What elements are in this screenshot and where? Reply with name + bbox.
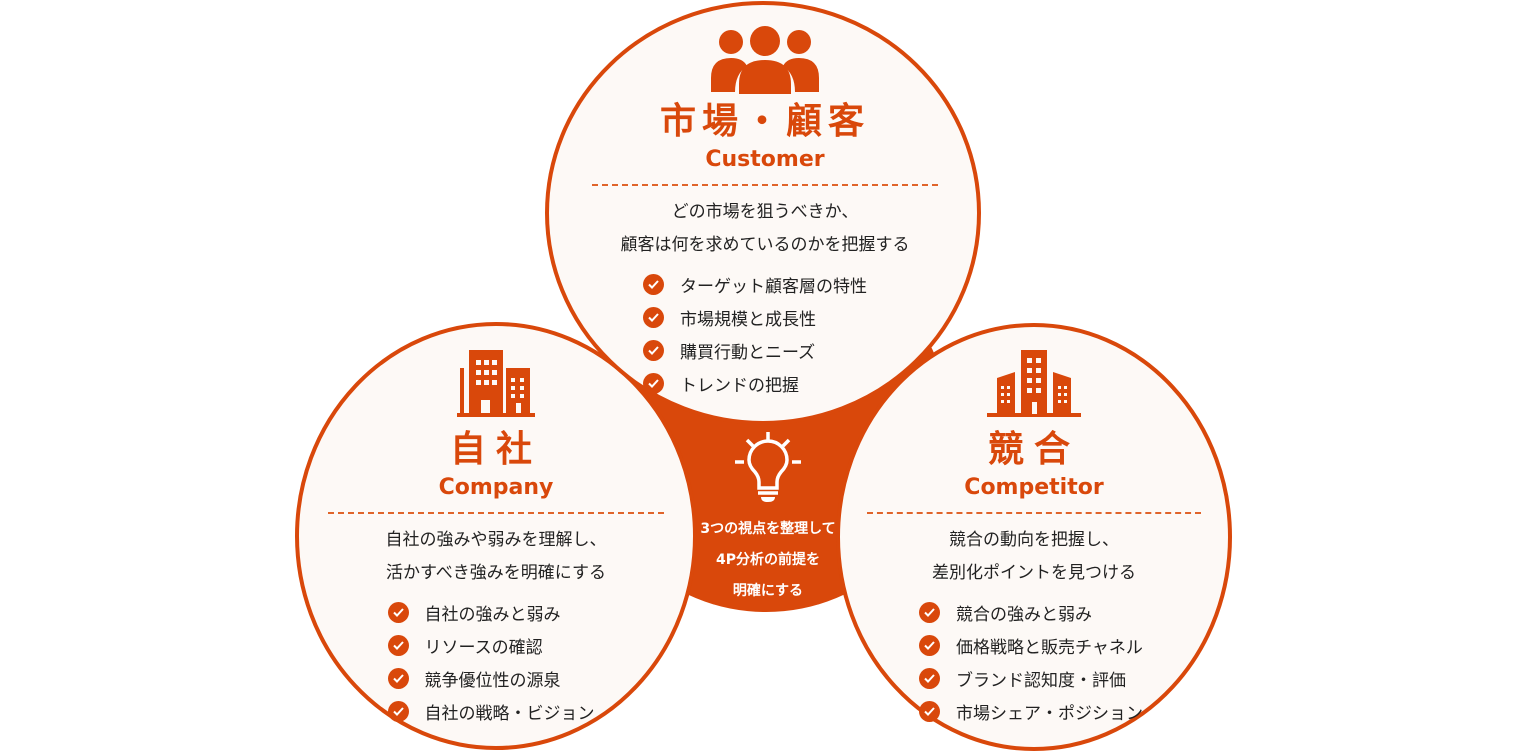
check-circle-icon <box>643 340 664 361</box>
check-circle-icon <box>643 274 664 295</box>
lightbulb-icon <box>735 432 801 502</box>
customer-description-line: どの市場を狙うべきか、 <box>671 202 859 222</box>
checklist-item: 市場シェア・ポジション <box>919 695 1143 728</box>
center-message-line: 4P分析の前提を <box>715 552 820 568</box>
check-circle-icon <box>643 373 664 394</box>
check-circle-icon <box>643 307 664 328</box>
center-message-line: 3つの視点を整理して <box>700 521 836 537</box>
company-description-line: 自社の強みや弱みを理解し、 <box>385 530 607 550</box>
center-message-line: 明確にする <box>732 583 804 599</box>
customer-description-line: 顧客は何を求めているのかを把握する <box>620 235 910 255</box>
checklist-item: リソースの確認 <box>387 629 595 662</box>
competitor-description-line: 競合の動向を把握し、 <box>949 530 1119 550</box>
checklist-item: 購買行動とニーズ <box>643 334 867 367</box>
office-building-icon <box>457 350 535 417</box>
company-title-ja: 自社 <box>449 429 542 470</box>
check-circle-icon <box>919 701 940 722</box>
checklist-item: 競合の強みと弱み <box>919 596 1143 629</box>
competitor-section: 競合 Competitor 競合の動向を把握し、 差別化ポイントを見つける 競合… <box>866 348 1202 728</box>
checklist-item: 自社の強みと弱み <box>387 596 595 629</box>
customer-section: 市場・顧客 Customer どの市場を狙うべきか、 顧客は何を求めているのかを… <box>580 26 950 400</box>
checklist-item: 競争優位性の源泉 <box>387 662 595 695</box>
check-circle-icon <box>387 701 409 722</box>
check-circle-icon <box>919 668 940 689</box>
checklist-item: 価格戦略と販売チャネル <box>919 629 1143 662</box>
check-circle-icon <box>387 668 409 689</box>
company-title-en: Company <box>438 475 554 500</box>
competitor-checklist: 競合の強みと弱み 価格戦略と販売チャネル ブランド認知度・評価 市場シェア・ポジ… <box>919 596 1143 728</box>
competitor-divider <box>867 512 1201 514</box>
center-message: 3つの視点を整理して 4P分析の前提を 明確にする <box>688 514 848 607</box>
competitor-title-ja: 競合 <box>987 429 1080 470</box>
center-summary: 3つの視点を整理して 4P分析の前提を 明確にする <box>688 430 848 607</box>
company-section: 自社 Company 自社の強みや弱みを理解し、 活かすべき強みを明確にする 自… <box>326 348 666 728</box>
checklist-item: ターゲット顧客層の特性 <box>643 268 867 301</box>
customer-divider <box>592 184 938 186</box>
checklist-item: 市場規模と成長性 <box>643 301 867 334</box>
customer-title-en: Customer <box>705 147 825 172</box>
checklist-item: トレンドの把握 <box>643 367 867 400</box>
checklist-item: 自社の戦略・ビジョン <box>387 695 595 728</box>
company-description: 自社の強みや弱みを理解し、 活かすべき強みを明確にする <box>326 524 666 590</box>
competitor-title-en: Competitor <box>964 475 1104 500</box>
customer-description: どの市場を狙うべきか、 顧客は何を求めているのかを把握する <box>580 196 950 262</box>
customer-checklist: ターゲット顧客層の特性 市場規模と成長性 購買行動とニーズ トレンドの把握 <box>643 268 867 400</box>
check-circle-icon <box>919 602 940 623</box>
check-circle-icon <box>919 635 940 656</box>
customer-title-ja: 市場・顧客 <box>659 101 870 142</box>
checklist-item: ブランド認知度・評価 <box>919 662 1143 695</box>
people-group-icon <box>711 26 819 94</box>
company-description-line: 活かすべき強みを明確にする <box>386 563 606 583</box>
company-divider <box>328 512 664 514</box>
competitor-description: 競合の動向を把握し、 差別化ポイントを見つける <box>866 524 1202 590</box>
competitor-description-line: 差別化ポイントを見つける <box>932 563 1136 583</box>
check-circle-icon <box>387 602 409 623</box>
check-circle-icon <box>387 635 409 656</box>
city-buildings-icon <box>987 350 1081 417</box>
company-checklist: 自社の強みと弱み リソースの確認 競争優位性の源泉 自社の戦略・ビジョン <box>387 596 595 728</box>
